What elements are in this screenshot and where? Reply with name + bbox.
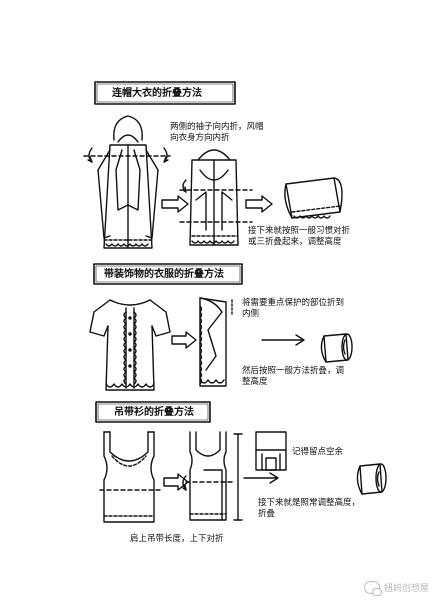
section1-title: 连帽大衣的折叠方法 [112,88,202,99]
section2-note-bottom: 然后按照一般方法折叠，调整高度 [242,366,345,388]
section3-note-top: 记得留点空余 [292,447,344,457]
tank-top-drawing [99,431,161,523]
folded-blouse-drawing [199,297,233,387]
folded-coat-result-drawing [284,177,343,219]
arrow [245,195,273,213]
arrow [243,472,279,484]
folded-coat-drawing [179,149,253,246]
section1-title-banner [94,81,236,105]
wechat-icon [363,581,382,596]
rolled-blouse-drawing [320,333,353,363]
blouse-drawing [89,299,171,391]
folded-tank-top-drawing [182,431,243,521]
rolled-tank-top-drawing [356,463,387,495]
watermark-text: 妞妈创想屋 [383,584,429,594]
section1-note-top: 两侧的袖子向内折，风帽向衣身方向内折 [170,122,264,144]
arrow [161,195,189,213]
folded-tank-step-drawing [255,431,287,471]
section2-note-top: 将需要重点保护的部位折到内侧 [242,298,345,320]
watermark: 妞妈创想屋 [363,581,429,596]
section3-title: 吊带衫的折叠方法 [114,407,194,418]
section1-note-bottom: 接下来就按照一般习惯对折或三折叠起来，调整高度 [248,226,351,248]
hooded-coat-drawing [83,115,171,249]
section3-caption: 肩上吊带长度，上下对折 [130,534,224,544]
section2-title-banner [93,263,243,285]
section3-note-bottom: 接下来就是照常调整高度，折叠 [258,498,361,520]
section3-title-banner [95,401,211,423]
arrow [171,331,197,349]
arrow [261,334,305,346]
section2-title: 带装饰物的衣服的折叠方法 [104,269,224,280]
